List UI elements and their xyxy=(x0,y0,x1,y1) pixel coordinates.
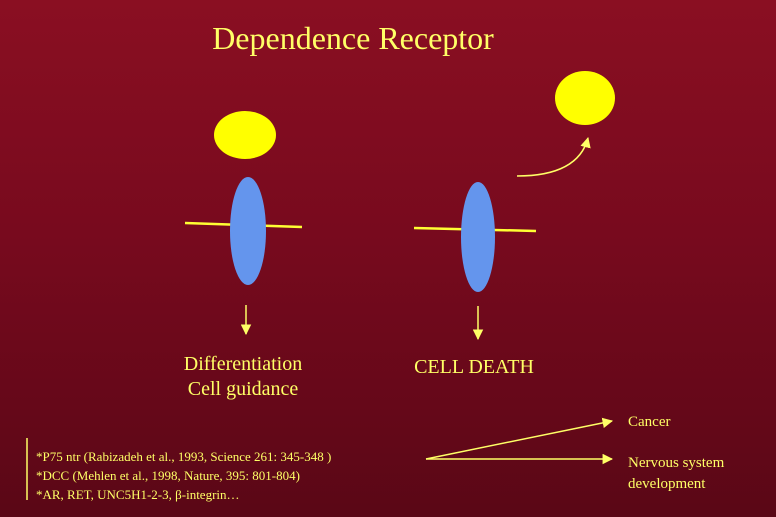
reference-list: *P75 ntr (Rabizadeh et al., 1993, Scienc… xyxy=(36,447,331,504)
receptor-left xyxy=(230,177,266,285)
arrow-ligand-release xyxy=(516,136,591,177)
receptor-right xyxy=(461,182,495,292)
nervous-system-label: Nervous system development xyxy=(628,453,724,495)
ligand-released xyxy=(555,71,615,125)
left-outcome-label: Differentiation Cell guidance xyxy=(172,352,314,402)
arrow-to-cancer xyxy=(425,417,614,460)
development-text: development xyxy=(628,476,706,492)
ligand-bound xyxy=(214,111,276,159)
differentiation-text: Differentiation xyxy=(183,353,303,375)
nervous-system-text: Nervous system xyxy=(628,455,725,471)
cell-death-label: CELL DEATH xyxy=(414,356,534,378)
slide-title: Dependence Receptor xyxy=(212,20,494,56)
reference-item: *AR, RET, UNC5H1-2-3, β-integrin… xyxy=(36,487,240,502)
cancer-label: Cancer xyxy=(628,414,671,430)
reference-item: *DCC (Mehlen et al., 1998, Nature, 395: … xyxy=(36,468,300,483)
reference-item: *P75 ntr (Rabizadeh et al., 1993, Scienc… xyxy=(36,449,332,464)
cell-guidance-text: Cell guidance xyxy=(187,378,299,400)
